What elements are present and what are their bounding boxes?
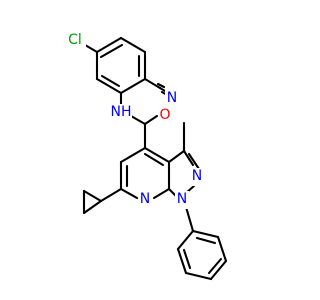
atom-label-cl: Cl [68, 32, 82, 48]
bond [184, 271, 213, 281]
atom-cl: Cl [66, 32, 86, 50]
bond [176, 247, 188, 275]
atom-label-n-pyrazole-1: N [177, 191, 187, 207]
bond [167, 149, 186, 164]
bond [187, 152, 201, 171]
bond [216, 235, 228, 263]
structure-diagram: Cl N NH O N N [66, 32, 228, 281]
atom-label-n-amide: NH [111, 104, 132, 120]
atom-label-n-pyrazole-2: N [192, 168, 202, 184]
atom-o-carbonyl: O [158, 107, 172, 125]
molecule-canvas: Cl N NH O N N [66, 32, 228, 281]
bond [82, 189, 103, 203]
bond [209, 259, 228, 281]
atom-n-pyrazole-2: N [190, 168, 204, 186]
bond [82, 199, 103, 215]
bond [95, 36, 123, 54]
bond [99, 43, 124, 59]
atom-label-n-nitrile: N [167, 90, 177, 106]
bond [143, 77, 162, 90]
atom-n-pyridine: N [138, 191, 152, 209]
bond [119, 77, 147, 95]
bond [99, 187, 123, 203]
bond [176, 229, 195, 251]
bond [156, 82, 166, 89]
bond [143, 114, 159, 126]
bond [100, 74, 121, 88]
bond [184, 205, 195, 233]
bond [182, 149, 195, 167]
atom-n-pyrazole-1: N [175, 191, 189, 209]
bond [129, 114, 147, 126]
bond [182, 248, 192, 270]
atom-n-nitrile: N [165, 90, 179, 108]
bond [143, 152, 165, 167]
bond [119, 187, 139, 200]
bond [158, 86, 167, 93]
bond [152, 187, 171, 200]
atom-n-amide: NH [108, 104, 132, 122]
atom-label-o-carbonyl: O [159, 107, 170, 123]
bond [143, 146, 171, 164]
bonds [78, 36, 228, 281]
bond [119, 146, 147, 164]
bond [195, 236, 217, 245]
bond [95, 77, 123, 95]
atom-labels: Cl N NH O N N [66, 32, 204, 209]
bond [207, 257, 223, 275]
bond [119, 36, 147, 54]
atom-label-n-pyridine: N [140, 191, 150, 207]
bond [191, 229, 220, 239]
